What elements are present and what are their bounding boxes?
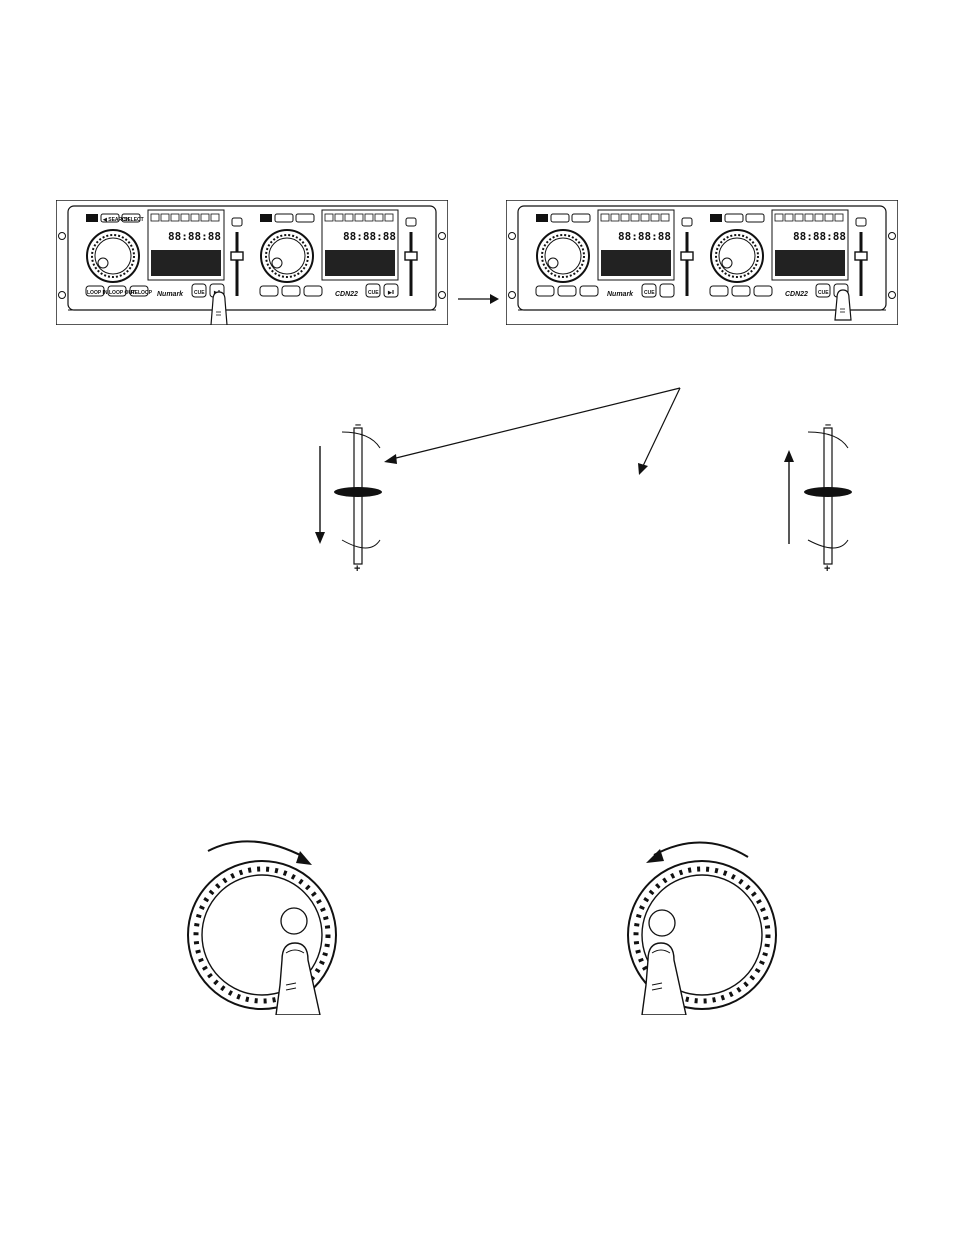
cd-player-diagram-after: 88:88:88 88:88:88 Numark CDN22 CUE CUE — [506, 200, 898, 325]
up-arrow-icon — [784, 450, 794, 462]
time-display: 88:88:88 — [168, 230, 221, 243]
jog-wheel-counter-clockwise — [622, 835, 782, 1015]
callout-arrows — [370, 380, 690, 480]
brand-logo-2: Numark — [607, 291, 634, 298]
arrow-head-icon-2 — [638, 463, 648, 475]
jog-wheel-clockwise — [180, 835, 340, 1015]
plus-sign-2: + — [824, 563, 830, 574]
reloop-label: RELOOP — [131, 290, 153, 296]
brand-logo: Numark — [157, 291, 184, 298]
loop-in-label: LOOP IN — [87, 290, 108, 296]
cue-button-label: CUE — [194, 290, 205, 296]
model-logo-2: CDN22 — [785, 291, 808, 298]
time-display-b: 88:88:88 — [343, 230, 396, 243]
plus-sign: + — [354, 563, 360, 574]
model-logo: CDN22 — [335, 291, 358, 298]
cd-player-diagram-before: ◀ SEARCH SELECT LOOP IN LOOP OUT RELOOP … — [56, 200, 448, 325]
time-display-c: 88:88:88 — [618, 230, 671, 243]
rotate-clockwise-icon — [296, 851, 312, 865]
down-arrow-icon — [315, 532, 325, 544]
pitch-fader-down: – + — [310, 418, 390, 574]
select-label: SELECT — [124, 217, 144, 223]
time-display-d: 88:88:88 — [793, 230, 846, 243]
cue-button-label-d: CUE — [818, 290, 829, 296]
cue-button-label-c: CUE — [644, 290, 655, 296]
next-step-arrow-icon — [458, 292, 500, 306]
pitch-fader-up: – + — [780, 418, 860, 574]
play-pause-label-b: ▶‖ — [387, 290, 395, 296]
finger-icon — [211, 292, 227, 325]
cue-button-label-b: CUE — [368, 290, 379, 296]
finger-icon-2 — [835, 290, 851, 320]
